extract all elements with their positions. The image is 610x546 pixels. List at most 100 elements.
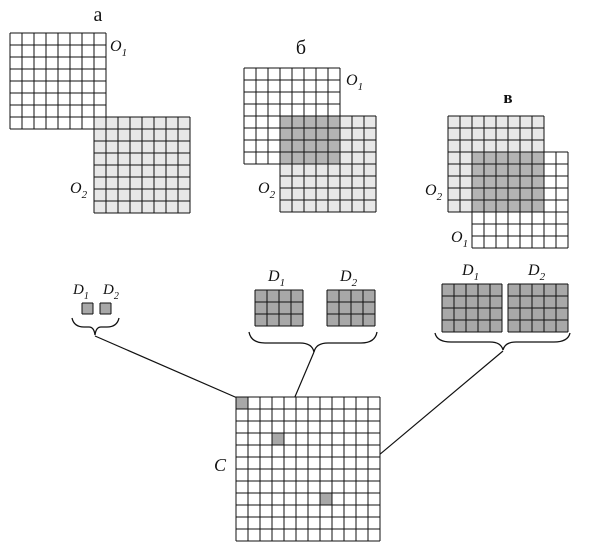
grid-cell: [508, 224, 520, 236]
grid-cell: [532, 320, 544, 332]
grid-cell: [478, 308, 490, 320]
grid-cell: [532, 116, 544, 128]
grid-cell: [236, 421, 248, 433]
grid-cell: [520, 320, 532, 332]
grid-cell: [268, 140, 280, 152]
grid-cell: [142, 177, 154, 189]
grid-cell: [284, 397, 296, 409]
grid-lines: [81, 302, 94, 315]
grid-cell: [291, 314, 303, 326]
grid-cell: [272, 505, 284, 517]
grid-cell: [94, 69, 106, 81]
grid-cell: [106, 129, 118, 141]
grid-cell: [166, 165, 178, 177]
grid-cell: [332, 481, 344, 493]
grid-cell: [356, 457, 368, 469]
grid-cell: [260, 517, 272, 529]
grid-cell: [296, 433, 308, 445]
grid-cell: [520, 116, 532, 128]
grid-cell: [256, 128, 268, 140]
grid-cell: [442, 296, 454, 308]
grid-cell: [292, 176, 304, 188]
grid-cell: [556, 224, 568, 236]
matrix-o1-panel-a: [9, 32, 107, 130]
grid-cell: [10, 57, 22, 69]
grid-cell: [466, 320, 478, 332]
grid-cell: [94, 165, 106, 177]
grid-cell: [142, 165, 154, 177]
grid-cell: [308, 529, 320, 541]
grid-cell: [130, 141, 142, 153]
grid-cell: [10, 45, 22, 57]
grid-cell: [320, 505, 332, 517]
grid-cell: [490, 296, 502, 308]
grid-cell: [472, 224, 484, 236]
grid-cell: [544, 212, 556, 224]
grid-cell: [94, 129, 106, 141]
grid-cell: [520, 296, 532, 308]
grid-cell: [34, 117, 46, 129]
grid-cell: [304, 68, 316, 80]
grid-cell: [58, 69, 70, 81]
grid-cell: [22, 81, 34, 93]
grid-cell: [22, 33, 34, 45]
grid-cell: [46, 105, 58, 117]
grid-cell: [130, 117, 142, 129]
grid-cell: [142, 153, 154, 165]
grid-cell: [484, 212, 496, 224]
grid-cell: [454, 284, 466, 296]
grid-cell: [130, 165, 142, 177]
grid-cell: [508, 320, 520, 332]
grid-cell: [508, 236, 520, 248]
grid-cell: [320, 397, 332, 409]
grid-cell: [154, 129, 166, 141]
grid-cell: [532, 164, 544, 176]
grid-cell: [460, 128, 472, 140]
connector-small: [94, 335, 243, 401]
label-o1-panel-b: O1: [346, 72, 363, 93]
matrix-d1-medium: [254, 289, 304, 327]
grid-cell: [556, 320, 568, 332]
grid-cell: [532, 140, 544, 152]
grid-cell: [308, 505, 320, 517]
grid-cell: [292, 104, 304, 116]
label-d2-medium: D2: [339, 268, 358, 289]
grid-cell: [284, 409, 296, 421]
grid-cell: [308, 433, 320, 445]
grid-cell: [340, 188, 352, 200]
grid-cell: [82, 81, 94, 93]
grid-cell: [256, 92, 268, 104]
grid-cell: [339, 290, 351, 302]
grid-cell: [248, 481, 260, 493]
grid-cell: [166, 153, 178, 165]
grid-cell: [308, 517, 320, 529]
grid-cell: [356, 529, 368, 541]
grid-cell: [94, 153, 106, 165]
grid-cell: [118, 153, 130, 165]
grid-cell: [484, 224, 496, 236]
grid-cell: [82, 33, 94, 45]
grid-cell: [304, 140, 316, 152]
grid-cell: [272, 529, 284, 541]
grid-cell: [496, 152, 508, 164]
grid-cell: [272, 469, 284, 481]
grid-cell: [344, 481, 356, 493]
grid-cell: [364, 116, 376, 128]
grid-cell: [351, 290, 363, 302]
grid-cell: [284, 517, 296, 529]
grid-cell: [320, 529, 332, 541]
grid-cell: [472, 200, 484, 212]
grid-cell: [22, 117, 34, 129]
grid-cell: [328, 188, 340, 200]
grid-cell: [70, 105, 82, 117]
grid-cell: [320, 517, 332, 529]
grid-cell: [142, 129, 154, 141]
grid-cell: [344, 421, 356, 433]
grid-cell: [496, 164, 508, 176]
grid-cell: [532, 212, 544, 224]
grid-cell: [292, 140, 304, 152]
grid-cell: [364, 164, 376, 176]
grid-cell: [268, 128, 280, 140]
grid-cell: [166, 129, 178, 141]
grid-cell: [308, 445, 320, 457]
